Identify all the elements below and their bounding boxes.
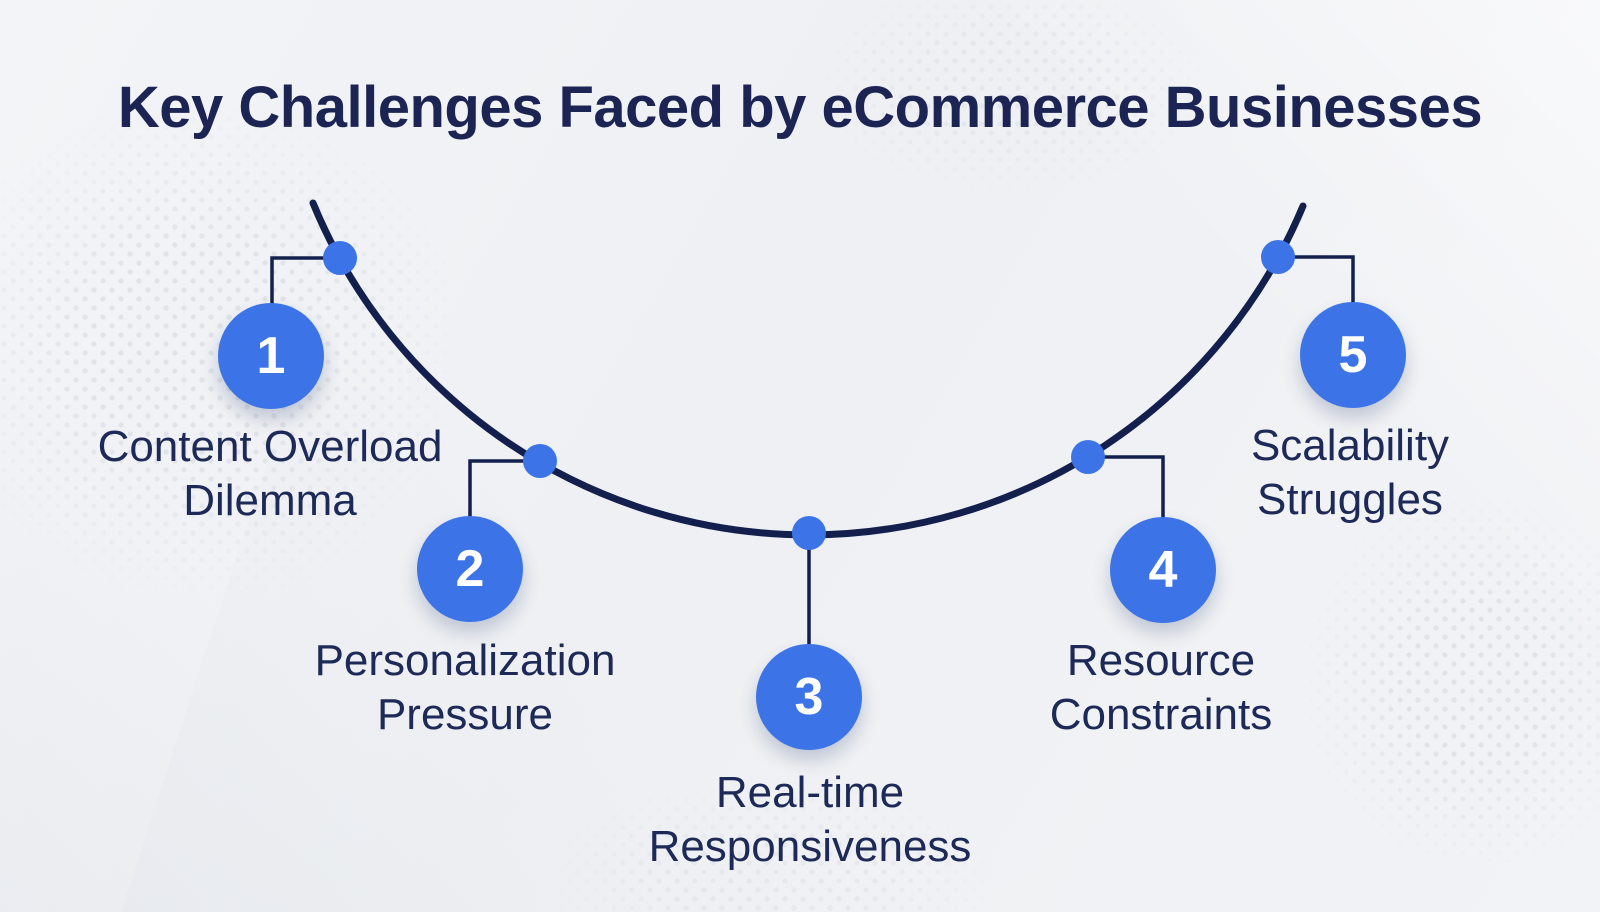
connector-line-1 (270, 256, 340, 306)
curve-dot-3 (792, 516, 826, 550)
step-5-label: Scalability Struggles (1090, 419, 1600, 527)
connector-line-5 (1278, 255, 1355, 305)
step-1-label-line2: Dilemma (183, 476, 357, 525)
step-2-label: Personalization Pressure (205, 634, 725, 742)
curve-dot-4 (1071, 440, 1105, 474)
step-5-label-line2: Struggles (1257, 475, 1443, 524)
connector-line-4 (1088, 455, 1165, 519)
step-1-number: 1 (256, 327, 286, 385)
step-1-label-line1: Content Overload (97, 422, 443, 471)
step-3-label: Real-time Responsiveness (550, 766, 1070, 874)
step-3-number: 3 (794, 668, 824, 726)
step-3-label-line2: Responsiveness (648, 822, 972, 871)
step-4-number: 4 (1148, 541, 1178, 599)
curve-dot-5 (1261, 240, 1295, 274)
step-2-badge: 2 (417, 516, 523, 622)
connector-line-2 (468, 459, 540, 519)
step-2-number: 2 (455, 540, 485, 598)
step-4-label-line1: Resource (1066, 636, 1256, 685)
step-3-badge: 3 (756, 644, 862, 750)
step-1-label: Content Overload Dilemma (10, 420, 530, 528)
page-title: Key Challenges Faced by eCommerce Busine… (117, 75, 1483, 140)
curve-dot-1 (323, 241, 357, 275)
step-2-label-line1: Personalization (314, 636, 616, 685)
step-5-number: 5 (1338, 326, 1368, 384)
step-2-label-line2: Pressure (376, 690, 554, 739)
step-5-label-line1: Scalability (1250, 421, 1450, 470)
step-5-badge: 5 (1300, 302, 1406, 408)
step-1-badge: 1 (218, 303, 324, 409)
curve-dot-2 (523, 444, 557, 478)
step-3-label-line1: Real-time (715, 768, 905, 817)
step-4-label-line2: Constraints (1049, 690, 1273, 739)
step-4-label: Resource Constraints (901, 634, 1421, 742)
step-4-badge: 4 (1110, 517, 1216, 623)
